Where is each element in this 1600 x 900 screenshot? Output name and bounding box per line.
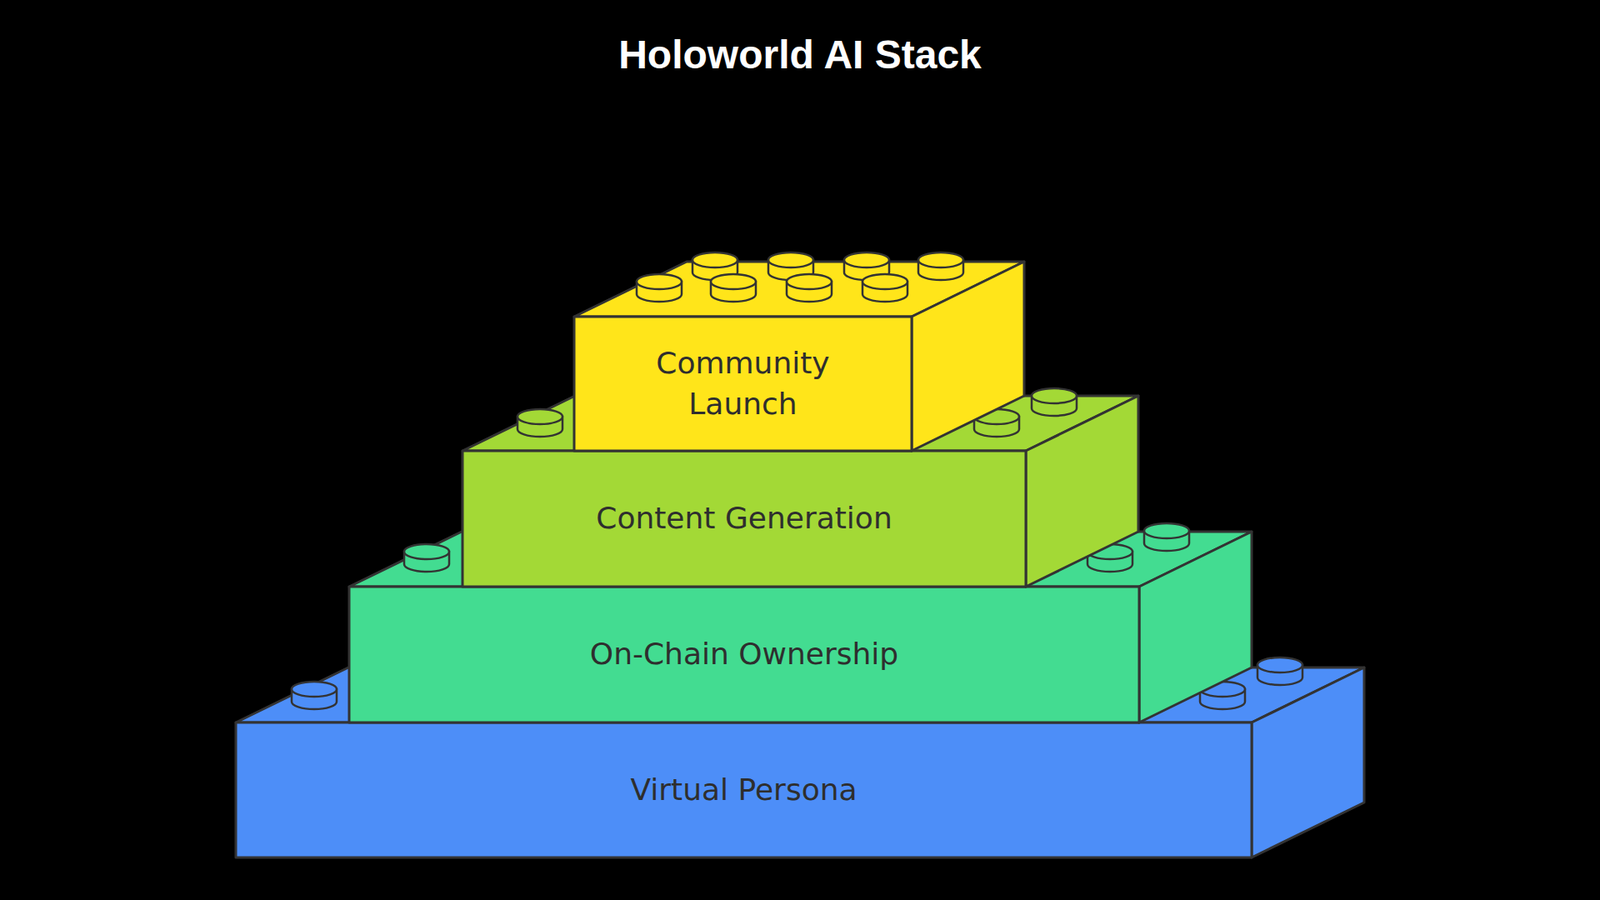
stud-top [1031, 388, 1077, 404]
stud-top [1144, 523, 1190, 539]
layer-label: Content Generation [595, 498, 892, 540]
brick-side [1139, 531, 1252, 723]
diagram-title: Holoworld AI Stack [0, 31, 1600, 78]
stud-top [1257, 657, 1303, 673]
stud-top [918, 252, 964, 268]
stud-top [404, 544, 450, 560]
stack-layer: Virtual Persona [235, 722, 1252, 858]
stud-top [768, 252, 814, 268]
stack-layer: Community Launch [574, 316, 912, 451]
stud-top [862, 274, 908, 290]
stud-top [517, 409, 563, 425]
stud-top [692, 252, 738, 268]
brick-side [911, 261, 1025, 451]
brick-front [462, 450, 1026, 587]
layer-label: On-Chain Ownership [590, 634, 899, 675]
stud-top [636, 274, 682, 290]
stud-top [786, 274, 832, 290]
brick-side [1025, 395, 1139, 587]
stack-layer: Content Generation [462, 450, 1026, 587]
stack-layer: On-Chain Ownership [349, 586, 1140, 723]
brick-front [349, 586, 1140, 723]
stud-top [710, 274, 756, 290]
stud-top [291, 681, 337, 697]
stud-top [844, 252, 890, 268]
layer-label: Community Launch [639, 343, 848, 425]
layer-label: Virtual Persona [630, 770, 857, 811]
brick-front [235, 722, 1252, 858]
brick-front [574, 316, 912, 451]
brick-side [1251, 667, 1365, 858]
